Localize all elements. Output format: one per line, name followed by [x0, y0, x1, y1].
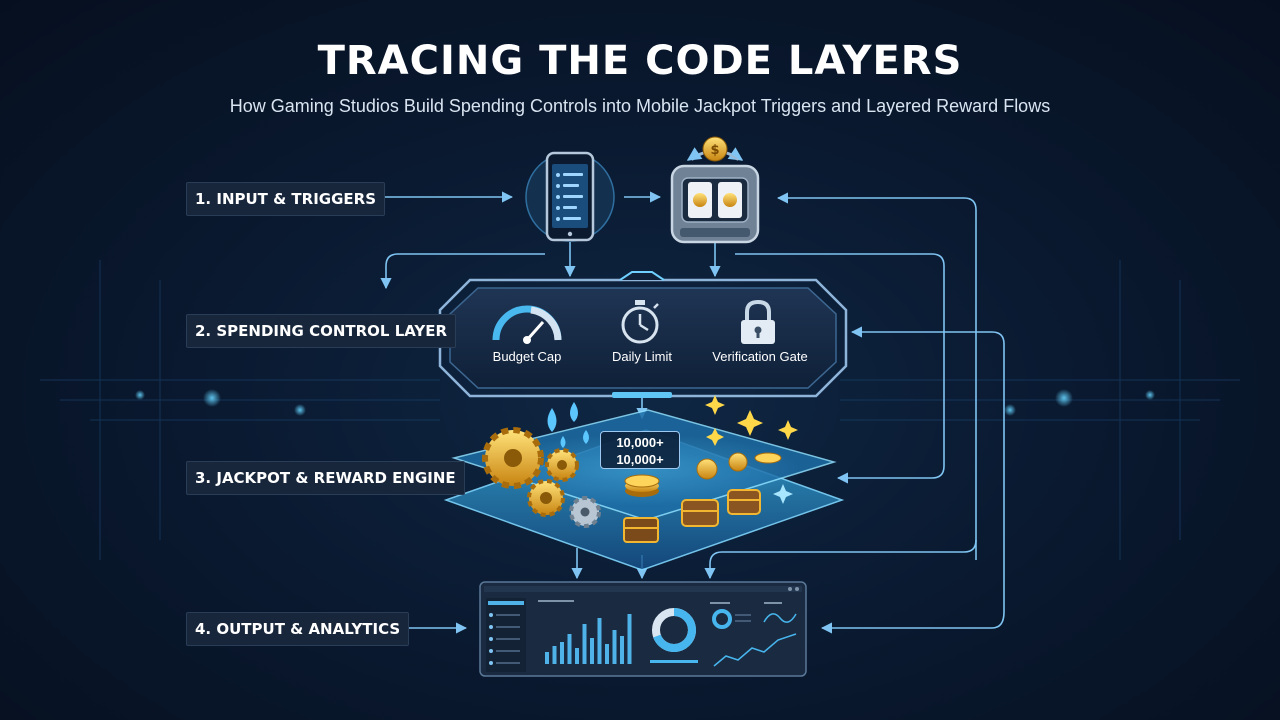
- slot-machine-icon: $: [670, 136, 760, 244]
- dashboard-bar: [627, 614, 632, 664]
- spending-control-panel: [438, 271, 848, 398]
- dashboard-bar-chart: [545, 614, 632, 664]
- page-title: TRACING THE CODE LAYERS: [317, 38, 963, 84]
- jackpot-counter: 10,000+ 10,000+: [600, 431, 680, 469]
- arrow-output-return: [820, 611, 1005, 634]
- dashboard-bar: [620, 636, 624, 664]
- dashboard-bar: [545, 652, 549, 664]
- layer-label-engine: 3. JACKPOT & REWARD ENGINE: [186, 461, 465, 495]
- gauge-icon: [492, 305, 562, 344]
- treasure-chest-icon: [623, 489, 761, 543]
- gears-icon: [482, 427, 601, 528]
- dashboard-line-charts: [710, 602, 797, 667]
- arrow-return-control: [850, 326, 1005, 612]
- drops-icon: [547, 402, 589, 448]
- arrow-loop-left: [380, 253, 545, 290]
- sparkle-icon: [705, 395, 798, 504]
- dashboard-bar: [552, 646, 557, 664]
- verification-gate-label: Verification Gate: [712, 349, 808, 364]
- circuit-background: [40, 260, 1240, 560]
- layer-label-input: 1. INPUT & TRIGGERS: [186, 182, 386, 216]
- dashboard-bar: [612, 630, 617, 664]
- arrow-engine-right: [704, 539, 977, 580]
- arrow-loop-right: [735, 253, 945, 484]
- budget-cap-label: Budget Cap: [492, 349, 562, 364]
- stopwatch-icon: [621, 300, 659, 344]
- flow-arrows: [370, 191, 1005, 634]
- dashboard-bar: [597, 618, 602, 664]
- svg-text:$: $: [710, 143, 719, 158]
- daily-limit-label: Daily Limit: [612, 349, 672, 364]
- jackpot-counter-line-1: 10,000+: [616, 435, 664, 450]
- dashboard-donut: [650, 608, 698, 663]
- jackpot-counter-line-2: 10,000+: [616, 452, 664, 467]
- dashboard-bar: [590, 638, 594, 664]
- dashboard-bar: [567, 634, 572, 664]
- layer-label-control: 2. SPENDING CONTROL LAYER: [186, 314, 457, 348]
- padlock-icon: [741, 299, 775, 344]
- arrow-return-top: [776, 192, 977, 560]
- coins-icon: [624, 452, 782, 497]
- dashboard-bar: [605, 644, 609, 664]
- glow-dots: [135, 389, 1155, 416]
- page-subtitle: How Gaming Studios Build Spending Contro…: [229, 96, 1051, 116]
- smartphone-icon: [525, 151, 615, 242]
- analytics-dashboard: [479, 581, 807, 677]
- layer-label-output: 4. OUTPUT & ANALYTICS: [186, 612, 410, 646]
- dashboard-bar: [560, 642, 564, 664]
- dashboard-bar: [582, 624, 587, 664]
- dashboard-bar: [575, 648, 579, 664]
